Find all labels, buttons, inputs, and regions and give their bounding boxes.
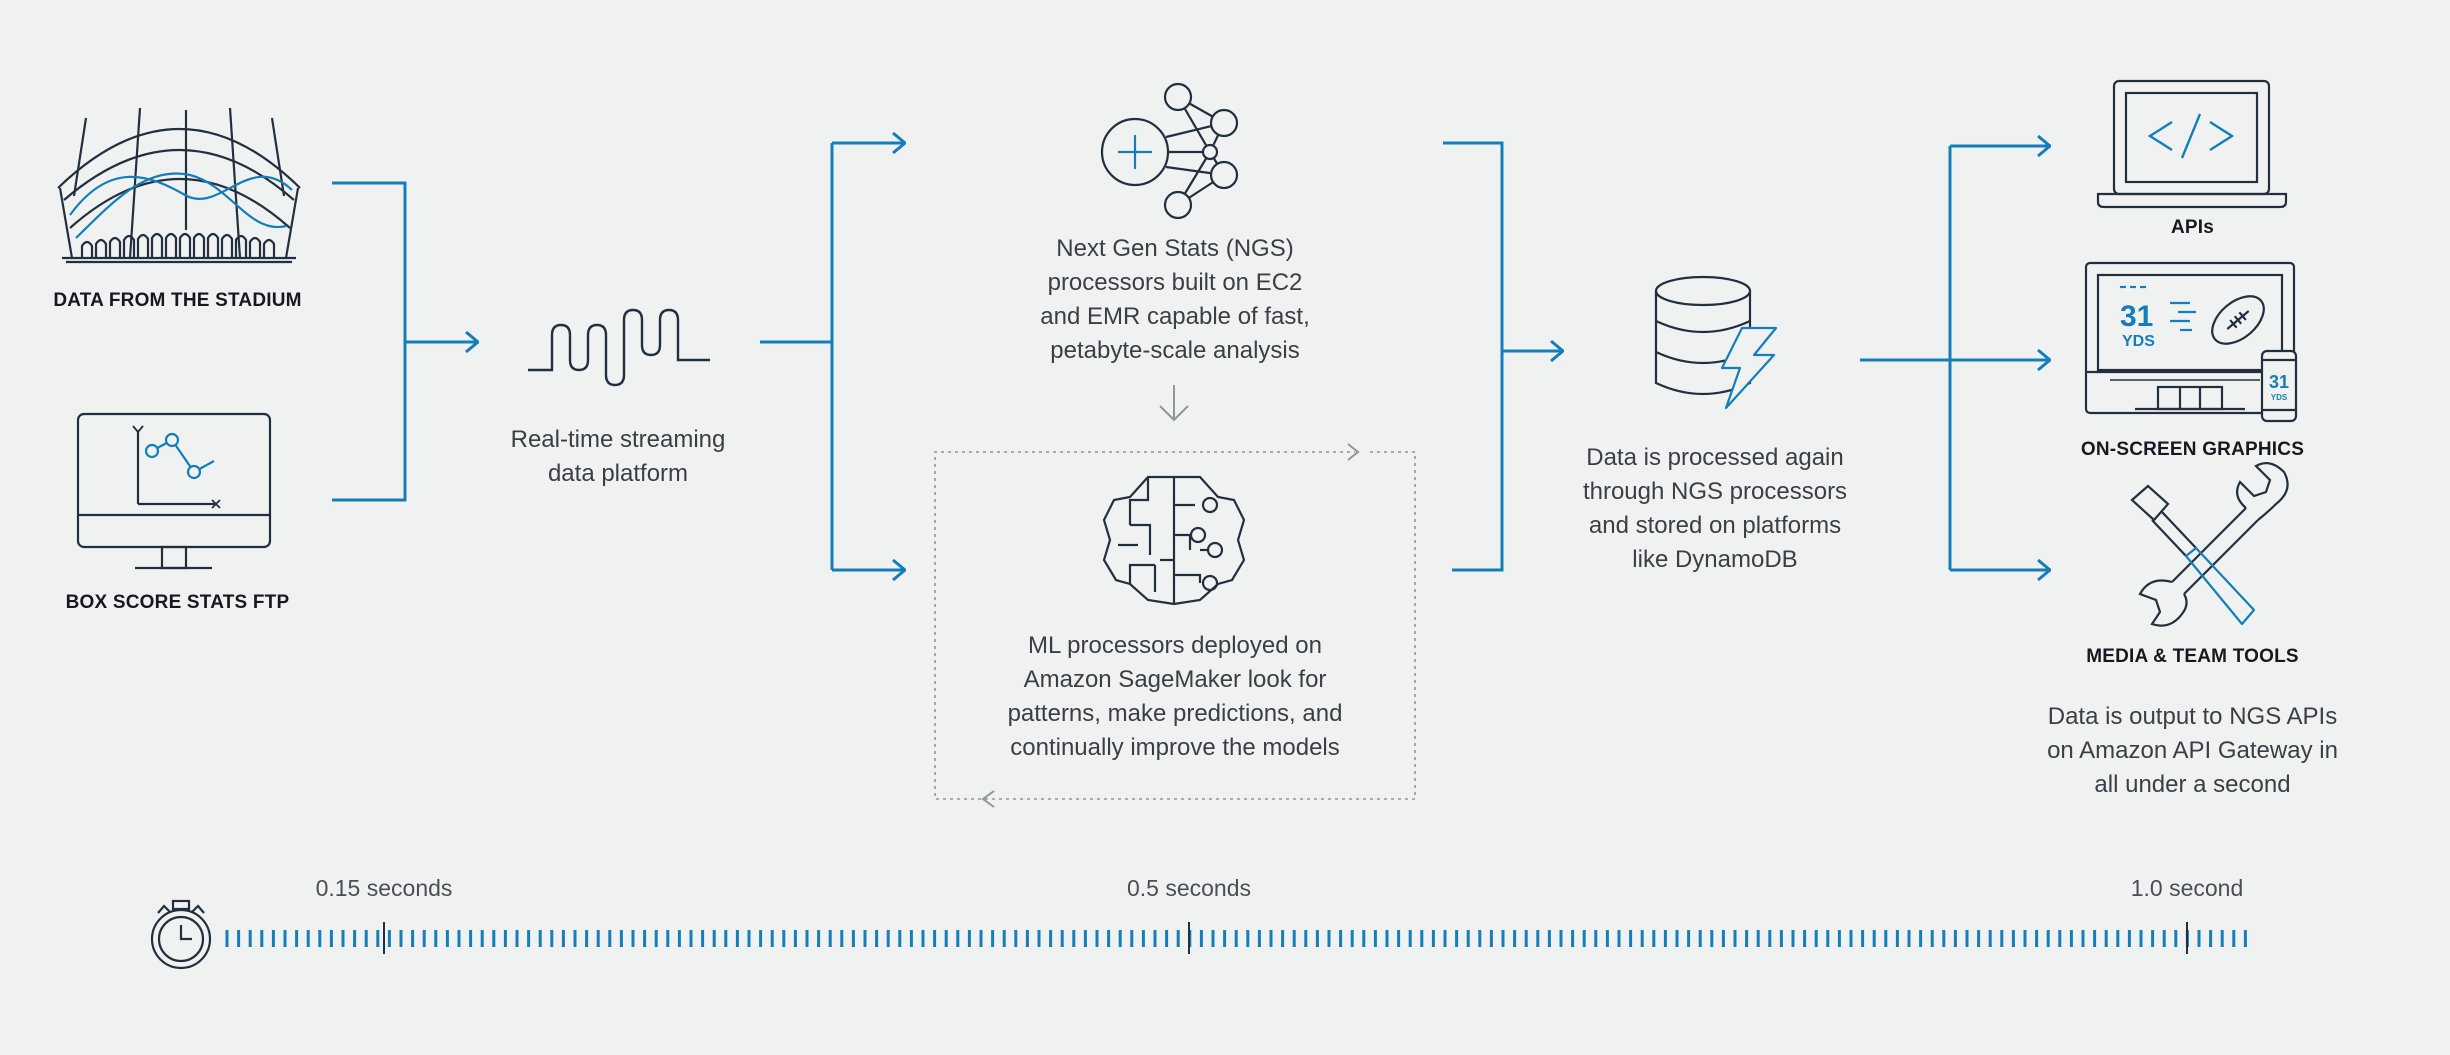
ngs-line-2: processors built on EC2 — [1047, 269, 1303, 296]
phone-score-unit: YDS — [2271, 393, 2288, 402]
wrench-screwdriver-icon — [2130, 461, 2289, 627]
ngs-line-3: and EMR capable of fast, — [1040, 303, 1310, 330]
flow-connectors — [332, 143, 2050, 570]
timeline-label-05: 0.5 seconds — [1126, 875, 1252, 901]
tv-graphics-icon — [2084, 261, 2298, 423]
streaming-line-1: Real-time streaming — [510, 426, 726, 453]
timeline-label-015: 0.15 seconds — [315, 875, 453, 901]
monitor-chart-icon — [76, 412, 272, 570]
streaming-description: Real-time streaming data platform — [478, 423, 758, 491]
network-nodes-icon — [1100, 82, 1239, 220]
ml-line-3: patterns, make predictions, and — [1007, 700, 1343, 727]
ngs-line-1: Next Gen Stats (NGS) — [1056, 235, 1294, 262]
tv-score-unit: YDS — [2122, 333, 2155, 350]
output-summary: Data is output to NGS APIs on Amazon API… — [2030, 700, 2355, 802]
storage-line-4: like DynamoDB — [1632, 546, 1798, 573]
storage-line-3: and stored on platforms — [1588, 512, 1842, 539]
ml-line-4: continually improve the models — [1010, 734, 1340, 761]
tools-caption: MEDIA & TEAM TOOLS — [2086, 646, 2299, 667]
summary-line-2: on Amazon API Gateway in — [2047, 737, 2338, 764]
sources-bracket — [332, 181, 407, 502]
ngs-description: Next Gen Stats (NGS) processors built on… — [955, 232, 1395, 368]
brain-circuit-icon — [1102, 475, 1246, 606]
summary-line-3: all under a second — [2094, 771, 2291, 798]
ml-line-1: ML processors deployed on — [1028, 632, 1322, 659]
database-lightning-icon — [1654, 275, 1778, 410]
laptop-code-icon — [2096, 79, 2288, 209]
ngs-to-ml-arrow — [1159, 385, 1189, 422]
ngs-line-4: petabyte-scale analysis — [1050, 337, 1300, 364]
graphics-caption: ON-SCREEN GRAPHICS — [2080, 439, 2305, 460]
waveform-icon — [528, 308, 710, 387]
ml-line-2: Amazon SageMaker look for — [1023, 666, 1327, 693]
boxscore-caption: BOX SCORE STATS FTP — [65, 592, 290, 613]
stadium-icon — [57, 107, 301, 264]
apis-caption: APIs — [2170, 217, 2215, 238]
summary-line-1: Data is output to NGS APIs — [2047, 703, 2338, 730]
timeline-label-10: 1.0 second — [2130, 875, 2244, 901]
join-bracket — [1443, 141, 1504, 572]
storage-description: Data is processed again through NGS proc… — [1555, 441, 1875, 577]
tv-score-number: 31 — [2120, 300, 2153, 333]
stadium-caption: DATA FROM THE STADIUM — [53, 290, 302, 311]
timeline-ticks — [225, 922, 2247, 954]
streaming-line-2: data platform — [547, 460, 689, 487]
stopwatch-icon — [150, 899, 212, 970]
ml-description: ML processors deployed on Amazon SageMak… — [955, 629, 1395, 765]
storage-line-1: Data is processed again — [1586, 444, 1844, 471]
storage-line-2: through NGS processors — [1582, 478, 1848, 505]
ml-feedback-loop — [934, 443, 1416, 808]
phone-score-number: 31 — [2269, 372, 2289, 392]
